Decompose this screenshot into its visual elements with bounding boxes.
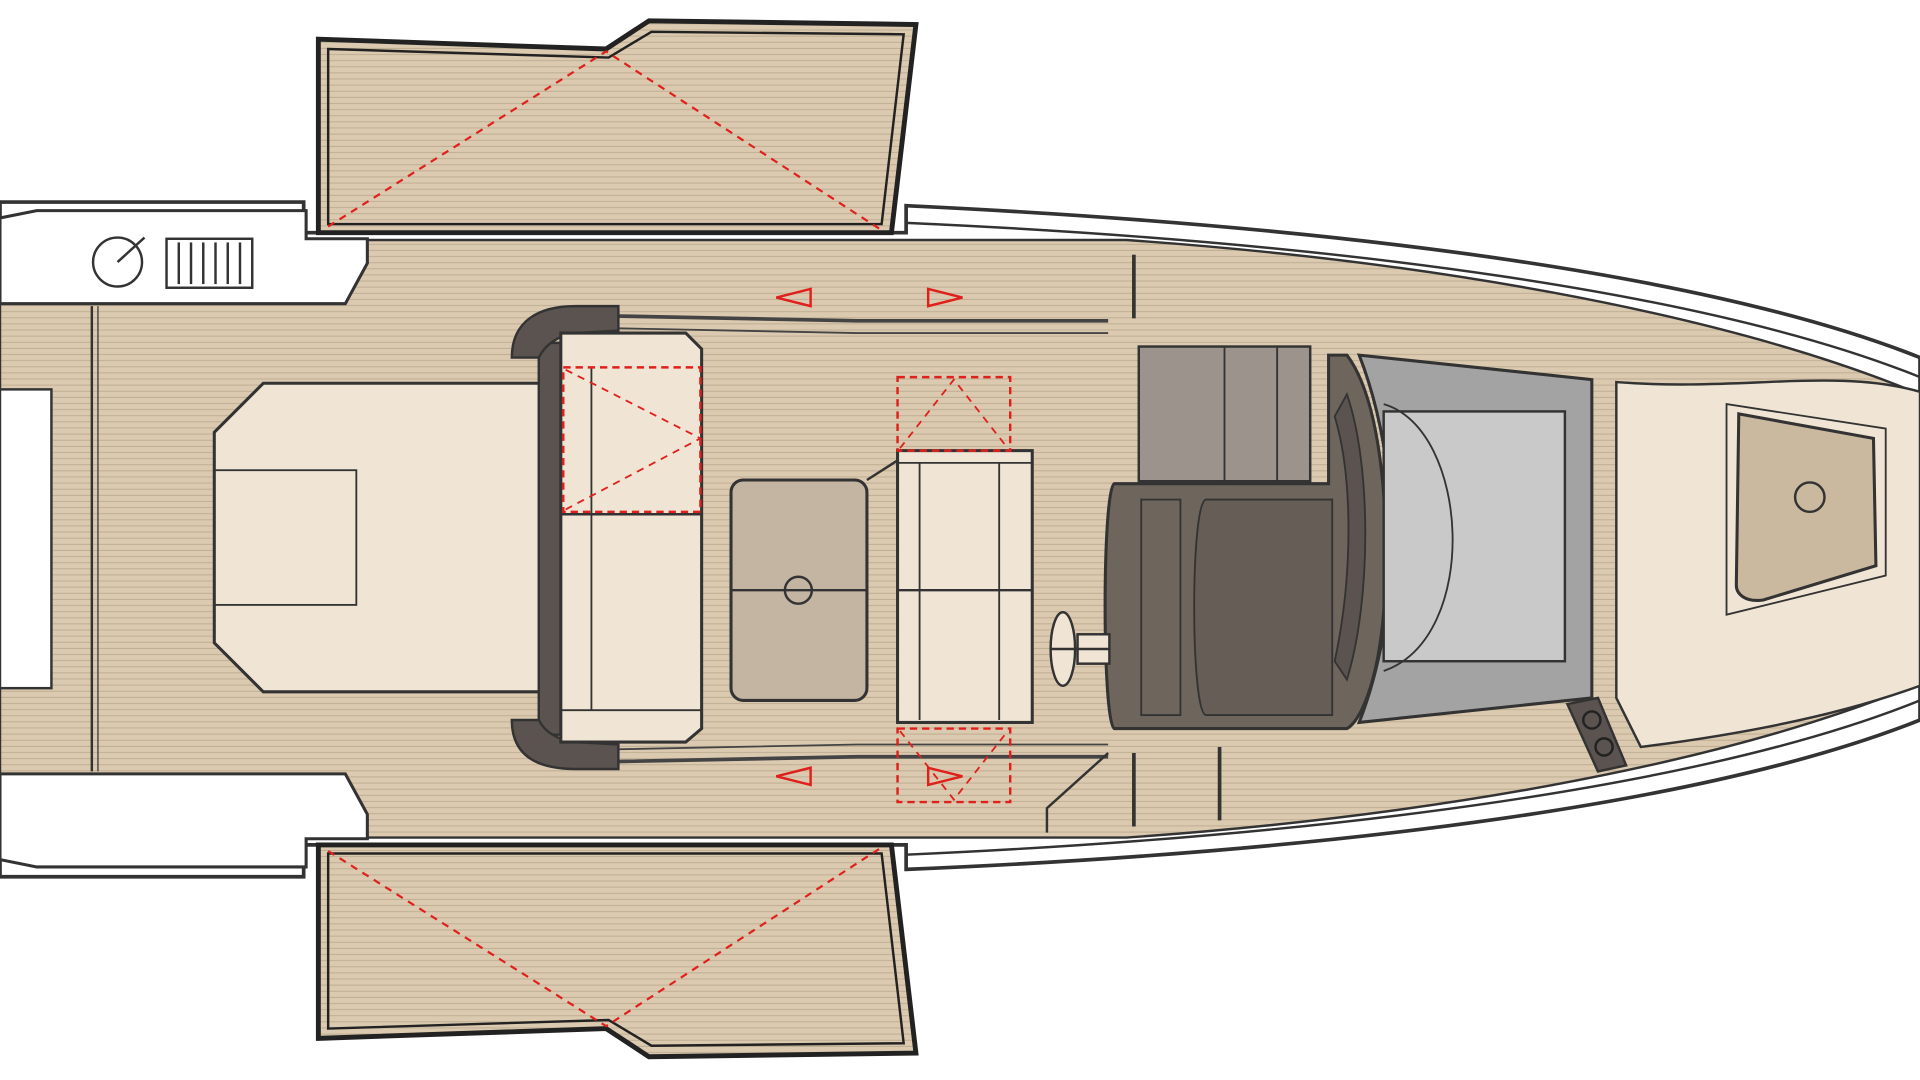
fold-marker-port xyxy=(327,846,883,1028)
vent-grille-icon xyxy=(165,237,254,289)
aft-sofa xyxy=(559,331,704,744)
sofa-frame xyxy=(537,341,563,736)
seat-fold-marker-bottom xyxy=(896,727,1012,804)
port-rail xyxy=(906,699,1920,856)
steering-wheel-icon xyxy=(1049,611,1111,687)
starboard-rail xyxy=(906,221,1920,379)
sofa-armrest-bottom xyxy=(510,718,620,771)
transom-opening xyxy=(0,388,53,690)
sofa-fold-marker xyxy=(562,366,702,514)
hatch-handle-icon xyxy=(1793,481,1826,514)
sunpad-hatch xyxy=(213,469,358,606)
stern-locker-top xyxy=(0,209,369,306)
fold-down-terrace-port[interactable] xyxy=(315,842,919,1060)
fold-down-terrace-starboard[interactable] xyxy=(315,18,919,236)
fold-marker-starboard xyxy=(327,50,883,232)
stern-locker-bottom xyxy=(0,772,369,869)
windshield-glass xyxy=(1382,410,1567,663)
table-pedestal-icon xyxy=(783,575,814,605)
helm-seat xyxy=(896,449,1034,724)
slide-arrow-icons xyxy=(776,287,963,787)
seat-fold-marker-top xyxy=(896,375,1012,452)
forward-hatch xyxy=(1734,412,1878,602)
aft-sunpad xyxy=(212,381,543,694)
